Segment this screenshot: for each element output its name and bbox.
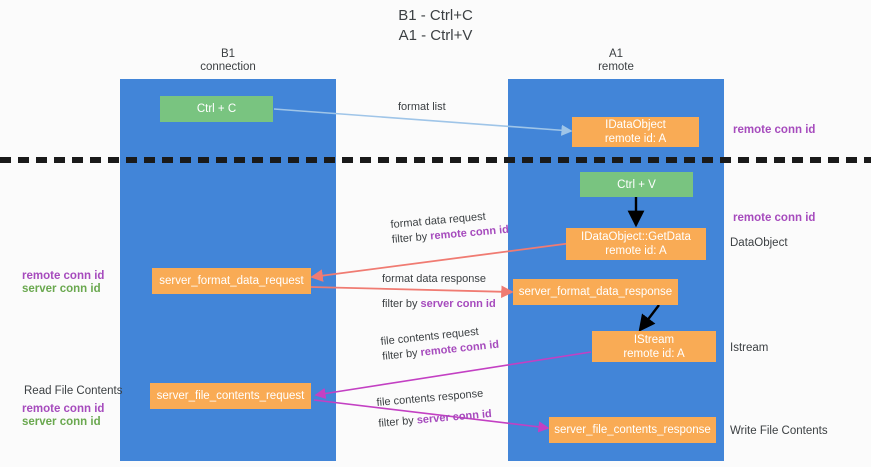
edge-label-line-1: file contents response — [376, 387, 484, 409]
edge-label-line-2: filter by server conn id — [377, 408, 493, 430]
annotation-dataobject: DataObject — [730, 237, 788, 249]
edge-label-format-data-request: format data request filter by remote con… — [390, 208, 510, 248]
edge-label-format-data-response: format data response filter by server co… — [382, 272, 496, 312]
node-ctrl-v[interactable]: Ctrl + V — [580, 172, 693, 197]
key-server-conn-id: server conn id — [416, 408, 493, 427]
node-getdata[interactable]: IDataObject::GetData remote id: A — [566, 228, 706, 260]
edge-label-line-1: format data response — [382, 273, 486, 285]
edge-label-file-contents-response: file contents response filter by server … — [376, 386, 492, 432]
annotation-left-remote-conn-id: remote conn id — [22, 270, 105, 282]
node-server-format-data-response[interactable]: server_format_data_response — [513, 279, 678, 305]
page-title: B1 - Ctrl+C A1 - Ctrl+V — [398, 7, 473, 44]
edge-label-line-2: filter by server conn id — [382, 298, 496, 310]
annotation-left-server-conn-id: server conn id — [22, 283, 101, 295]
node-server-file-contents-response[interactable]: server_file_contents_response — [549, 417, 716, 443]
node-idataobject-remote[interactable]: IDataObject remote id: A — [572, 117, 699, 147]
annotation-read-file-contents: Read File Contents — [24, 385, 123, 397]
edge-label-format-list: format list — [398, 101, 446, 113]
edge-label-file-contents-request: file contents request filter by remote c… — [380, 323, 500, 365]
column-header-right: A1 remote — [598, 48, 634, 73]
annotation-left-remote-conn-id-2: remote conn id — [22, 403, 105, 415]
node-ctrl-c[interactable]: Ctrl + C — [160, 96, 273, 122]
phase-divider — [0, 157, 871, 163]
column-header-left: B1 connection — [200, 48, 256, 73]
annotation-istream: Istream — [730, 342, 769, 354]
annotation-write-file-contents: Write File Contents — [730, 425, 828, 437]
annotation-remote-conn-id-top: remote conn id — [733, 124, 816, 136]
node-server-file-contents-request[interactable]: server_file_contents_request — [150, 383, 311, 409]
node-istream[interactable]: IStream remote id: A — [592, 331, 716, 362]
annotation-left-server-conn-id-2: server conn id — [22, 416, 101, 428]
annotation-remote-conn-id-mid: remote conn id — [733, 212, 816, 224]
node-server-format-data-request[interactable]: server_format_data_request — [152, 268, 311, 294]
key-server-conn-id: server conn id — [420, 298, 496, 310]
